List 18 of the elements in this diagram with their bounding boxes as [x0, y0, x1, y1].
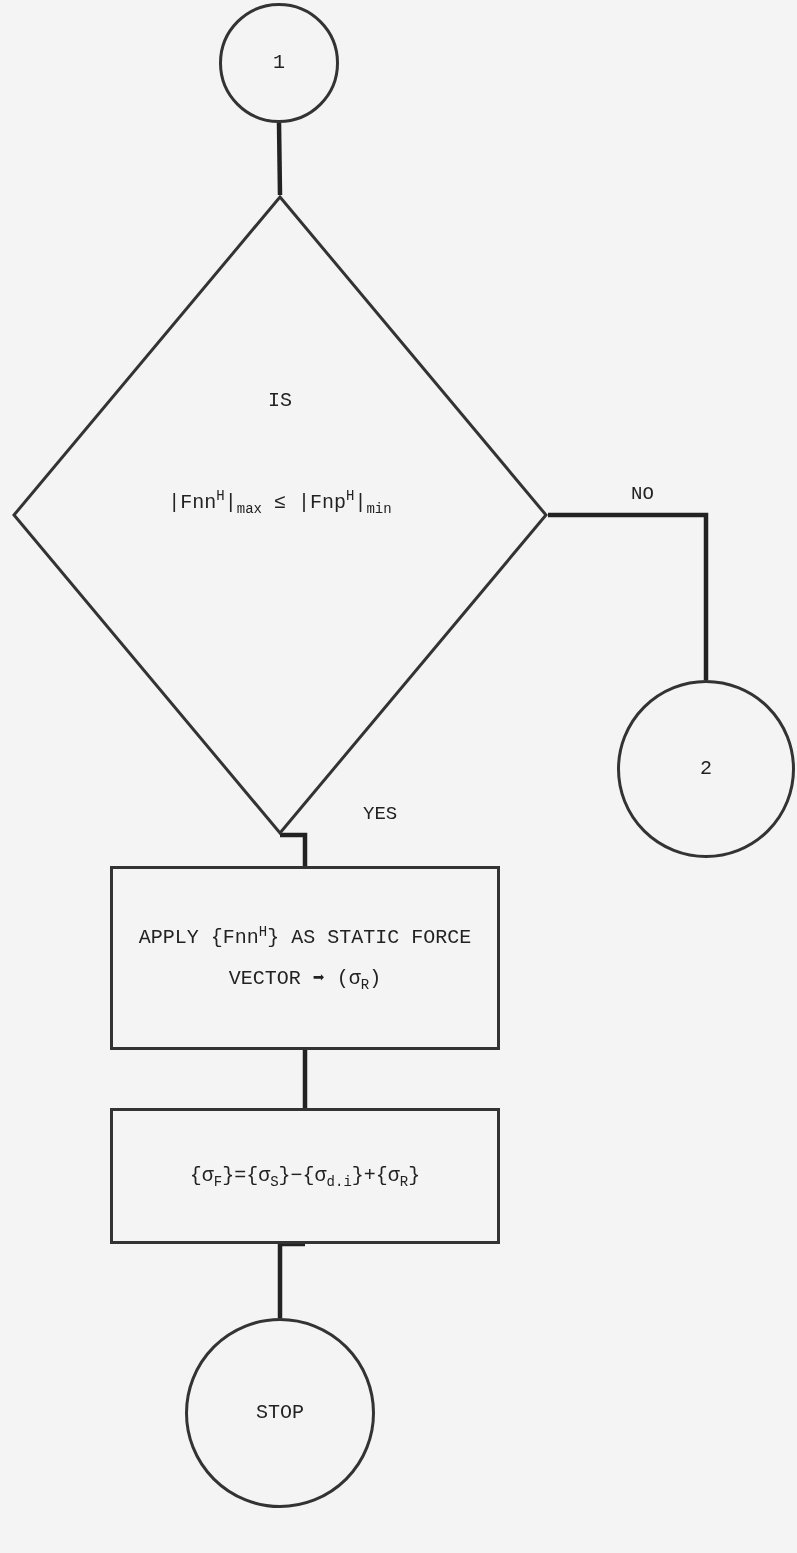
connector-circle — [617, 680, 795, 858]
node-text: STOP — [255, 1400, 305, 1426]
decision-diamond — [12, 195, 548, 835]
connector-line — [280, 832, 308, 866]
connector-line — [302, 1050, 308, 1108]
node-text: 2 — [699, 756, 713, 782]
node-text: 1 — [272, 50, 286, 76]
connector-line — [548, 512, 709, 680]
process-box — [110, 1108, 500, 1244]
node-text: IS — [267, 388, 293, 414]
process-box — [110, 866, 500, 1050]
connector-circle — [185, 1318, 375, 1508]
connector-line — [277, 1241, 305, 1318]
node-text: |Fnn$^{H}$|$_{max}$ ≤ |Fnp$^{H}$|$_{min}$ — [167, 487, 393, 519]
node-text: {σ$_{F}$}={σ$_{S}$}−{σ$_{d.i}$}+{σ$_{R}$} — [188, 1163, 422, 1192]
connector-line — [276, 122, 283, 196]
node-text: APPLY {Fnn$^{H}$} AS STATIC FORCE VECTOR ➡ (σ$_{R}$) — [137, 922, 473, 995]
connector-circle — [219, 3, 339, 123]
